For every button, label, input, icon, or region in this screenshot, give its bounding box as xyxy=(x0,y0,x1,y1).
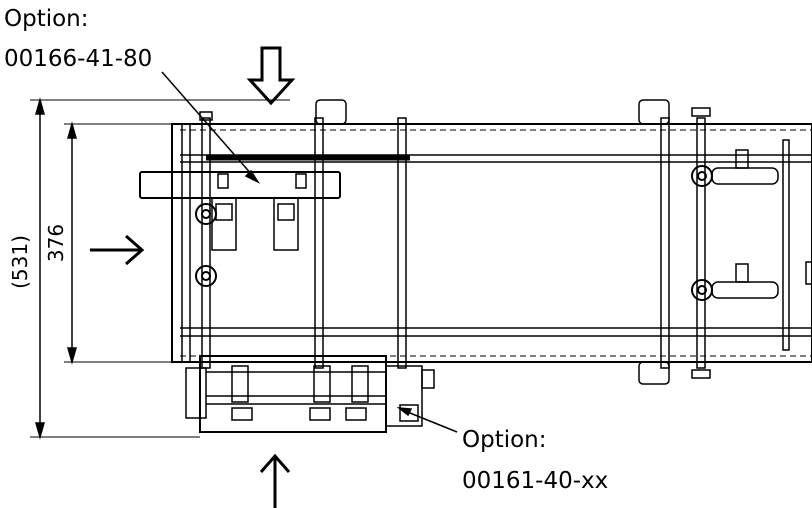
arrow-up-icon xyxy=(259,453,291,508)
top-option-bracket xyxy=(139,171,341,251)
dimension-inner xyxy=(64,121,175,365)
dimension-overall-label: (531) xyxy=(8,235,32,289)
top-option-code: 00166-41-80 xyxy=(4,46,153,72)
bottom-callout-leader xyxy=(396,407,458,433)
bottom-option-code: 00161-40-xx xyxy=(462,468,609,494)
support-posts xyxy=(199,99,711,385)
arrow-down-icon xyxy=(246,46,296,106)
top-option-label: Option: xyxy=(4,6,89,32)
dimension-inner-label: 376 xyxy=(44,224,68,262)
cross-members xyxy=(181,117,790,369)
bottom-option-unit xyxy=(185,355,435,433)
arrow-right-icon xyxy=(90,234,145,266)
dimension-overall xyxy=(30,97,290,440)
right-clamps xyxy=(711,149,812,299)
bottom-option-label: Option: xyxy=(462,427,547,453)
conveyor-frame xyxy=(171,123,812,363)
